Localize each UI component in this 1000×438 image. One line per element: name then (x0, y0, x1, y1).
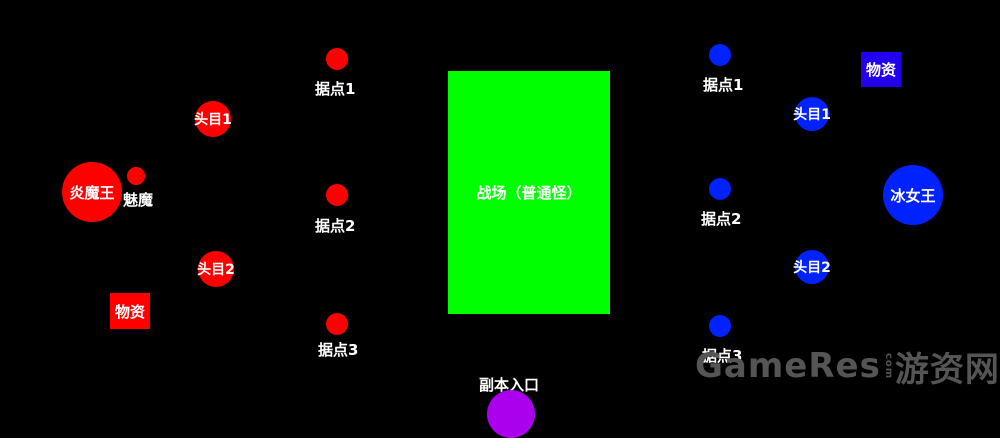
fire-head2-node[interactable]: 头目2 (197, 251, 235, 287)
fire-head2-label: 头目2 (197, 262, 235, 278)
fire-strong3-node[interactable] (326, 313, 348, 335)
fire-strong1-node[interactable] (326, 48, 348, 70)
succubus-label: 魅魔 (123, 191, 154, 209)
ice-strong1-node[interactable] (709, 44, 731, 66)
fire-supply-label: 物资 (114, 302, 145, 321)
ice-queen-label: 冰女王 (890, 186, 936, 205)
ice-head1-label: 头目1 (793, 107, 831, 123)
ice-strong2-node[interactable] (709, 178, 731, 200)
game-map: 炎魔王 魅魔 头目1 头目2 物资 据点1 据点2 据点3 战场（普通怪） 副本… (62, 44, 999, 438)
fire-supply-box[interactable]: 物资 (110, 293, 150, 329)
fire-strong1-label: 据点1 (315, 80, 356, 98)
ice-strong1-label: 据点1 (703, 76, 744, 94)
ice-strong3-node[interactable] (709, 315, 731, 337)
battlefield-zone[interactable]: 战场（普通怪） (448, 71, 610, 314)
fire-demon-king-label: 炎魔王 (69, 183, 115, 202)
fire-strong2-label: 据点2 (315, 217, 356, 235)
dungeon-entrance-node[interactable] (487, 390, 535, 438)
ice-strong2-label: 据点2 (701, 210, 742, 228)
gameres-watermark: GameRes com 游资网 (695, 342, 999, 390)
watermark-cn: 游资网 (894, 349, 1000, 390)
ice-strong3-label: 据点3 (702, 347, 743, 365)
ice-head2-node[interactable]: 头目2 (793, 250, 831, 284)
ice-head2-label: 头目2 (793, 260, 831, 276)
fire-head1-label: 头目1 (194, 112, 232, 128)
ice-supply-box[interactable]: 物资 (861, 52, 901, 87)
ice-supply-label: 物资 (865, 61, 896, 79)
fire-strong3-label: 据点3 (318, 341, 359, 359)
ice-head1-node[interactable]: 头目1 (793, 97, 831, 131)
fire-strong2-node[interactable] (326, 184, 348, 206)
watermark-com: com (882, 352, 894, 380)
dungeon-entrance-label: 副本入口 (479, 376, 540, 394)
fire-head1-node[interactable]: 头目1 (194, 101, 232, 137)
watermark-brand: GameRes (695, 346, 881, 386)
succubus-node[interactable] (127, 167, 145, 185)
fire-demon-king-node[interactable]: 炎魔王 (62, 162, 122, 222)
ice-queen-node[interactable]: 冰女王 (883, 165, 943, 225)
battlefield-label: 战场（普通怪） (476, 184, 582, 202)
